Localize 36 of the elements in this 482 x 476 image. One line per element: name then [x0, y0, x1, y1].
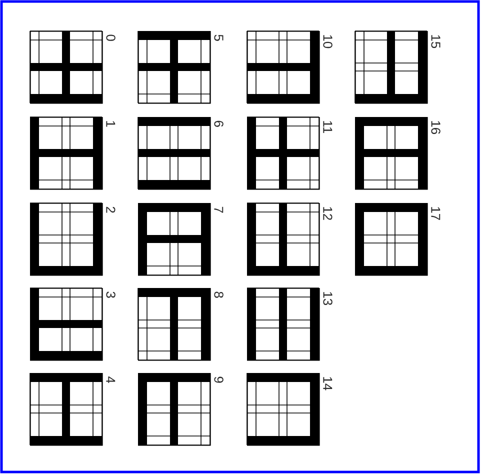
window-grid-drawing — [30, 30, 103, 104]
window-grid-drawing — [246, 116, 320, 190]
window-grid-drawing — [246, 372, 320, 446]
tile-number: 17 — [431, 207, 440, 220]
tile-number: 7 — [214, 206, 224, 213]
window-grid-drawing — [30, 288, 103, 361]
window-grid-drawing — [246, 30, 320, 104]
window-grid-drawing — [30, 116, 103, 190]
window-grid-drawing — [354, 116, 428, 190]
tile-number: 16 — [431, 121, 440, 134]
window-grid-drawing — [138, 202, 211, 276]
tile-number: 5 — [214, 34, 224, 41]
window-grid-drawing — [246, 202, 320, 276]
window-grid-drawing — [138, 30, 211, 104]
tile-number: 13 — [323, 292, 332, 306]
tile-number: 9 — [214, 376, 224, 383]
tile-number: 15 — [431, 35, 440, 48]
tile-number: 3 — [106, 292, 116, 298]
tile-number: 0 — [106, 34, 116, 41]
tile-number: 10 — [323, 35, 332, 48]
tile-number: 4 — [106, 376, 116, 384]
window-grid-drawing — [138, 288, 211, 361]
tile-number: 8 — [214, 292, 224, 298]
window-grid-drawing — [354, 30, 428, 104]
tile-number: 12 — [323, 207, 332, 220]
window-grid-drawing — [138, 116, 211, 190]
window-grid-drawing — [354, 202, 428, 276]
window-grid-drawing — [138, 372, 211, 446]
tile-number: 6 — [214, 120, 224, 127]
tile-number: 2 — [106, 206, 116, 213]
window-grid-drawing — [246, 288, 320, 361]
tile-number: 1 — [106, 121, 116, 127]
tile-number: 14 — [323, 377, 332, 390]
tile-number: 11 — [323, 121, 332, 133]
window-grid-drawing — [30, 202, 103, 276]
window-grid-drawing — [30, 372, 103, 446]
